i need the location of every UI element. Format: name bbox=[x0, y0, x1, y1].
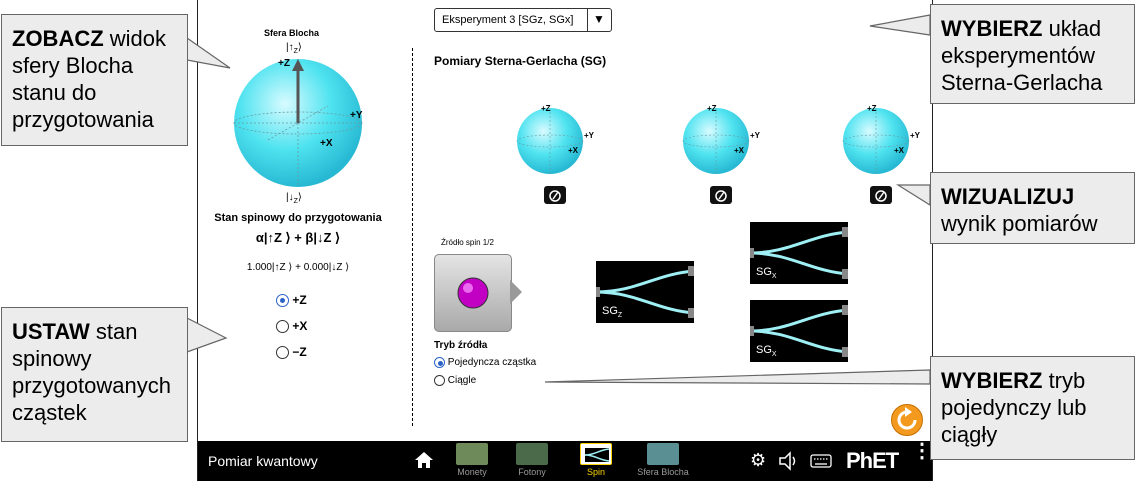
mini-axis-x: +X bbox=[568, 146, 579, 155]
callout-select-mode: WYBIERZ tryb pojedynczy lub ciągły bbox=[930, 356, 1135, 460]
mini-axis-z: +Z bbox=[867, 104, 877, 113]
source-mode-heading: Tryb źródła bbox=[434, 340, 488, 351]
radio-icon[interactable] bbox=[434, 375, 445, 386]
sg-x-apparatus-lower[interactable]: SGX bbox=[750, 300, 848, 362]
axis-x-label: +X bbox=[320, 138, 333, 149]
sg-z-label: SGZ bbox=[602, 305, 623, 320]
mini-bloch-sphere-2 bbox=[682, 108, 750, 174]
mini-axis-z: +Z bbox=[707, 104, 717, 113]
axis-y-label: +Y bbox=[350, 110, 363, 121]
home-button[interactable] bbox=[414, 450, 434, 475]
experiment-select-value: Eksperyment 3 [SGz, SGx] bbox=[442, 14, 574, 26]
keyboard-icon[interactable] bbox=[810, 452, 832, 470]
coins-icon bbox=[456, 443, 488, 465]
mini-bloch-sphere-1 bbox=[516, 108, 584, 174]
state-formula: α|↑Z ⟩ + β|↓Z ⟩ bbox=[255, 230, 341, 245]
mini-bloch-sphere-3 bbox=[842, 108, 910, 174]
panel-divider bbox=[412, 48, 413, 426]
state-option-plus-z[interactable]: +Z bbox=[276, 293, 307, 308]
bloch-sphere bbox=[233, 59, 363, 187]
sg-x-label: SGX bbox=[756, 344, 777, 359]
callout-view-bloch: ZOBACZ widok sfery Blocha stanu do przyg… bbox=[1, 14, 188, 146]
navigation-bar: Pomiar kwantowy Monety Fotony Spin Sfera… bbox=[198, 441, 932, 481]
callout-select-experiment: WYBIERZ układ eksperymentów Sterna-Gerla… bbox=[930, 4, 1135, 104]
screen-tab-monety[interactable]: Monety bbox=[444, 443, 500, 481]
mini-axis-y: +Y bbox=[584, 131, 595, 140]
measure-camera-icon[interactable] bbox=[544, 186, 566, 204]
measure-camera-icon[interactable] bbox=[710, 186, 732, 204]
mini-axis-x: +X bbox=[894, 146, 905, 155]
screen-tab-fotony[interactable]: Fotony bbox=[504, 443, 560, 481]
mini-axis-z: +Z bbox=[541, 104, 551, 113]
state-values: 1.000|↑Z ⟩ + 0.000|↓Z ⟩ bbox=[246, 262, 350, 273]
axis-z-label: +Z bbox=[278, 58, 290, 69]
sim-title: Pomiar kwantowy bbox=[208, 453, 318, 469]
phet-logo[interactable]: PhET bbox=[846, 448, 899, 473]
radio-icon[interactable] bbox=[276, 346, 289, 360]
mini-axis-x: +X bbox=[734, 146, 745, 155]
simulation-window: Sfera Blocha |↑Z⟩ +Z +Y +X |↓Z⟩ Stan spi… bbox=[197, 0, 933, 481]
spin-icon bbox=[580, 443, 612, 465]
radio-icon[interactable] bbox=[434, 357, 445, 368]
state-heading: Stan spinowy do przygotowania bbox=[214, 212, 382, 224]
particle-source[interactable] bbox=[434, 254, 512, 332]
sg-panel-title: Pomiary Sterna-Gerlacha (SG) bbox=[434, 54, 607, 68]
experiment-select[interactable]: Eksperyment 3 [SGz, SGx] ▼ bbox=[434, 8, 612, 32]
reset-icon bbox=[897, 407, 917, 430]
radio-icon[interactable] bbox=[276, 294, 289, 308]
state-option-plus-x[interactable]: +X bbox=[276, 319, 307, 334]
photons-icon bbox=[516, 443, 548, 465]
callout-visualize: WIZUALIZUJ wynik pomiarów bbox=[930, 172, 1135, 244]
reset-all-button[interactable] bbox=[891, 404, 923, 436]
source-mode-continuous[interactable]: Ciągle bbox=[434, 375, 476, 386]
screen-tab-sfera-blocha[interactable]: Sfera Blocha bbox=[628, 443, 698, 481]
mini-axis-y: +Y bbox=[910, 131, 921, 140]
mini-axis-y: +Y bbox=[750, 131, 761, 140]
sound-icon[interactable] bbox=[778, 451, 800, 471]
source-mode-single[interactable]: Pojedyncza cząstka bbox=[434, 357, 536, 368]
radio-icon[interactable] bbox=[276, 320, 289, 334]
callout-set-spin: USTAW stan spinowy przygotowanych cząste… bbox=[1, 307, 188, 442]
home-icon bbox=[415, 452, 433, 468]
sg-x-label: SGX bbox=[756, 266, 777, 281]
source-label: Źródło spin 1/2 bbox=[441, 238, 494, 247]
sg-z-apparatus[interactable]: SGZ bbox=[596, 261, 694, 323]
source-nozzle bbox=[510, 280, 522, 304]
state-option-minus-z[interactable]: −Z bbox=[276, 345, 307, 360]
screen-tab-spin[interactable]: Spin bbox=[568, 443, 624, 481]
bloch-title: Sfera Blocha bbox=[264, 28, 320, 38]
ket-up-label: |↑Z⟩ bbox=[286, 42, 302, 55]
sg-x-apparatus-upper[interactable]: SGX bbox=[750, 222, 848, 284]
ket-down-label: |↓Z⟩ bbox=[286, 192, 302, 205]
settings-gear-icon[interactable]: ⚙ bbox=[750, 450, 767, 470]
measure-camera-icon[interactable] bbox=[870, 186, 892, 204]
bloch-sphere-icon bbox=[647, 443, 679, 465]
chevron-down-icon[interactable]: ▼ bbox=[593, 12, 605, 26]
